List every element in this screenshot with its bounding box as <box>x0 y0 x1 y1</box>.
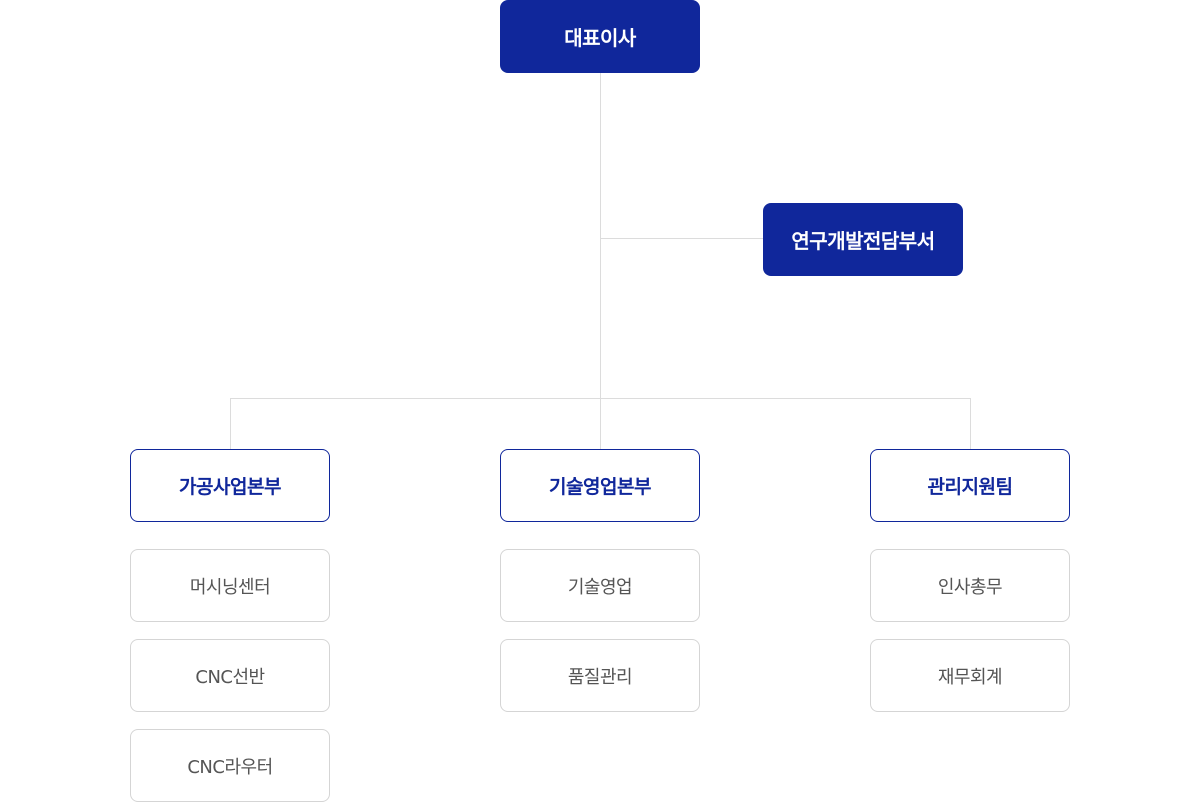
team-node-label: 기술영업 <box>567 576 633 598</box>
team-node-label: CNC선반 <box>195 666 265 688</box>
team-node-tech-sales: 기술영업 <box>500 549 700 622</box>
division-node-label: 기술영업본부 <box>549 476 651 498</box>
connector-division-2 <box>970 398 971 449</box>
ceo-node-label: 대표이사 <box>564 26 636 50</box>
team-node-label: 재무회계 <box>937 666 1003 688</box>
connector-division-0 <box>230 398 231 449</box>
team-node-label: 인사총무 <box>937 576 1003 598</box>
team-node-cnc-router: CNC라우터 <box>130 729 330 802</box>
team-node-hr: 인사총무 <box>870 549 1070 622</box>
team-node-machining-center: 머시닝센터 <box>130 549 330 622</box>
team-node-label: 품질관리 <box>567 666 633 688</box>
connector-divisions-horizontal <box>230 398 971 399</box>
division-node-tech-sales: 기술영업본부 <box>500 449 700 522</box>
team-node-quality: 품질관리 <box>500 639 700 712</box>
division-node-admin: 관리지원팀 <box>870 449 1070 522</box>
team-node-label: 머시닝센터 <box>189 576 271 598</box>
team-node-finance: 재무회계 <box>870 639 1070 712</box>
ceo-node: 대표이사 <box>500 0 700 73</box>
division-node-machining: 가공사업본부 <box>130 449 330 522</box>
connector-ceo-trunk <box>600 73 601 449</box>
team-node-label: CNC라우터 <box>187 756 273 778</box>
connector-rnd-branch <box>600 238 763 239</box>
team-node-cnc-lathe: CNC선반 <box>130 639 330 712</box>
division-node-label: 가공사업본부 <box>179 476 281 498</box>
division-node-label: 관리지원팀 <box>927 476 1013 498</box>
rnd-node: 연구개발전담부서 <box>763 203 963 276</box>
rnd-node-label: 연구개발전담부서 <box>791 229 935 253</box>
